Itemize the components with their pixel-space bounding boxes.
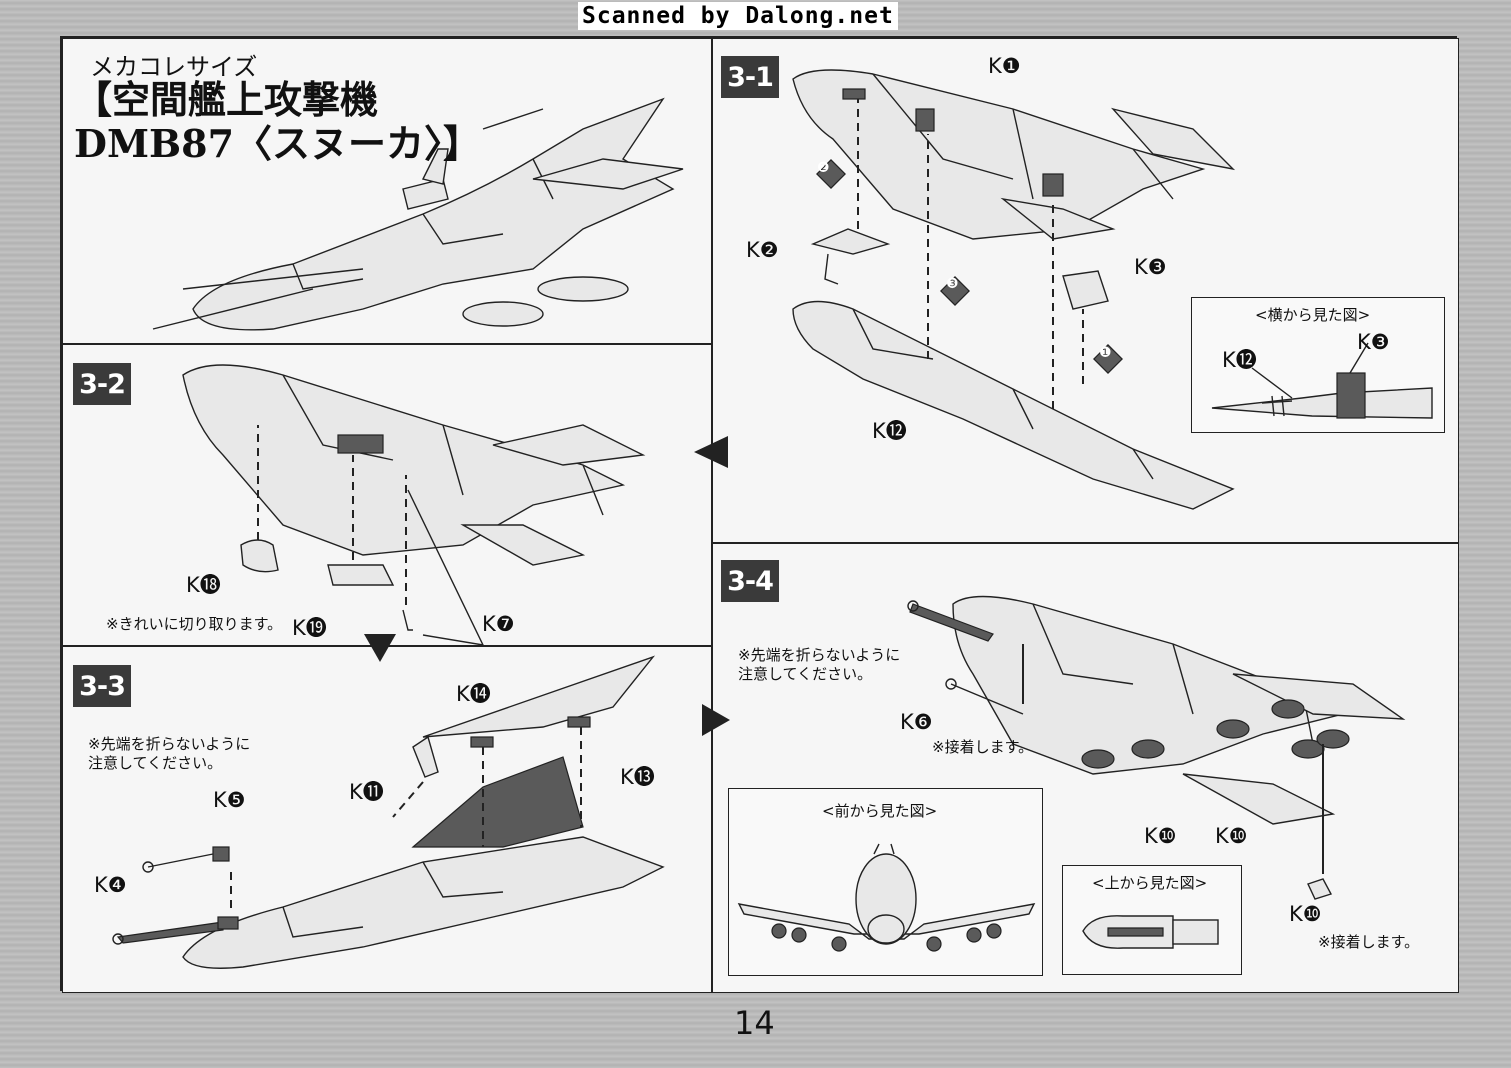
step-3-4-glue-note-b: ※接着します。 [1318,933,1420,951]
flow-arrow-left [694,436,728,468]
instruction-sheet: メカコレサイズ 【空間艦上攻撃機 DMB87〈スヌーカ〉】 [60,36,1459,993]
step-3-4-glue-note-a: ※接着します。 [932,738,1034,756]
front-view-illustration [737,843,1036,952]
step-3-2-illustration [182,364,646,645]
step-3-3-panel [62,646,712,993]
part-k13-label: K⓭ [620,765,655,789]
step-3-1-panel [712,38,1459,543]
title-panel [62,38,712,344]
flow-arrow-right [702,704,730,736]
part-k6-label: K❻ [900,710,933,734]
page-number: 14 [734,1004,775,1042]
part-k11-label: K⓫ [349,780,384,804]
order-marker-1: ❶ [1099,345,1112,361]
title-main: 【空間艦上攻撃機 DMB87〈スヌーカ〉】 [74,77,482,166]
step-3-4-note: ※先端を折らないように 注意してください。 [738,646,901,683]
step-3-2-badge: 3-2 [73,363,131,405]
part-k19-label: K⓳ [292,616,327,640]
part-k10a-label: K❿ [1144,824,1177,848]
step-3-2-note: ※きれいに切り取ります。 [106,615,283,633]
part-k2-label: K❷ [746,238,779,262]
step-3-1-badge: 3-1 [721,56,779,98]
front-view-inset [728,788,1043,976]
hero-aircraft-illustration [152,97,684,331]
part-k18-label: K⓲ [186,573,221,597]
side-view-inset [1191,297,1445,433]
part-k12-label: K⓬ [872,419,907,443]
part-k3-label: K❸ [1134,255,1167,279]
side-view-k12-label: K⓬ [1222,348,1257,372]
order-marker-2: ❷ [817,160,830,176]
step-3-3-illustration [112,655,665,969]
step-3-4-illustration [907,595,1406,900]
top-view-title: <上から見た図> [1092,874,1208,892]
part-k1-label: K❶ [988,54,1021,78]
step-3-3-note: ※先端を折らないように 注意してください。 [88,735,251,772]
part-k14-label: K⓮ [456,682,491,706]
part-k4-label: K❹ [94,873,127,897]
front-view-title: <前から見た図> [822,802,938,820]
side-view-title: <横から見た図> [1255,306,1371,324]
flow-arrow-down [364,634,396,662]
missile-cluster [1081,699,1350,769]
step-3-1-illustration [792,69,1236,510]
part-k10c-label: K❿ [1289,902,1322,926]
side-view-k3-label: K❸ [1357,330,1390,354]
part-k7-label: K❼ [482,612,515,636]
side-view-illustration [1211,342,1433,419]
top-view-inset [1062,865,1242,975]
step-3-4-badge: 3-4 [721,560,779,602]
top-view-illustration [1082,915,1219,949]
part-k10b-label: K❿ [1215,824,1248,848]
order-marker-3: ❸ [946,276,959,292]
scan-credit: Scanned by Dalong.net [578,2,898,30]
step-3-2-panel [62,344,712,646]
part-k5-label: K❺ [213,788,246,812]
title-kana: メカコレサイズ [90,53,258,81]
step-3-3-badge: 3-3 [73,665,131,707]
